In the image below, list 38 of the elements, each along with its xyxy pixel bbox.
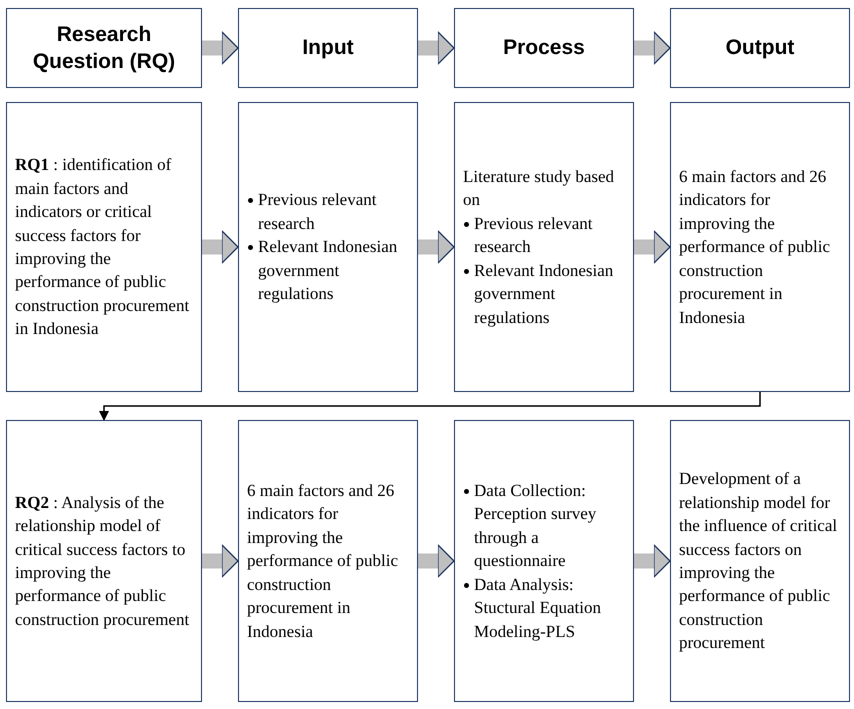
header-box bbox=[454, 8, 634, 88]
column-heading: Research Question (RQ) bbox=[32, 22, 176, 75]
block-arrow bbox=[202, 230, 239, 264]
header-box bbox=[6, 8, 202, 88]
header-box bbox=[238, 8, 418, 88]
body-text: RQ2 : Analysis of the relationship model of critical success factors to improving the performance of public construction procurement bbox=[15, 492, 190, 631]
block-arrow bbox=[418, 31, 455, 65]
body-text: Development of a relationship model for the influence of critical success factors on improving the performance of public construction procurement bbox=[679, 468, 838, 654]
bullet-item: Data Collection: Perception survey through a questionnaire bbox=[474, 480, 596, 570]
header-box bbox=[670, 8, 850, 88]
bullet-item: Previous relevant research bbox=[258, 190, 376, 233]
bullet-item: Relevant Indonesian government regulations bbox=[474, 260, 614, 327]
connector-arrow bbox=[99, 392, 761, 421]
block-arrow bbox=[418, 544, 455, 578]
process-box bbox=[6, 420, 202, 702]
process-box bbox=[6, 102, 202, 392]
process-box bbox=[454, 420, 634, 702]
column-heading: Process bbox=[503, 35, 585, 62]
block-arrow bbox=[418, 230, 455, 264]
body-text: Literature study based on bbox=[463, 166, 616, 212]
block-arrow bbox=[634, 31, 671, 65]
column-heading: Input bbox=[302, 35, 354, 62]
block-arrow bbox=[634, 544, 671, 578]
process-box bbox=[238, 420, 418, 702]
bullet-item: Data Analysis: Stuctural Equation Modeling-PLS bbox=[474, 574, 602, 641]
body-text: 6 main factors and 26 indicators for improving the performance of public construction procurement in Indonesia bbox=[679, 166, 832, 329]
column-heading: Output bbox=[726, 35, 794, 62]
process-box bbox=[454, 102, 634, 392]
block-arrow bbox=[634, 230, 671, 264]
bullet-item: Relevant Indonesian government regulations bbox=[258, 237, 398, 304]
bullet-item: Previous relevant research bbox=[474, 214, 592, 256]
block-arrow bbox=[202, 544, 239, 578]
process-box bbox=[670, 102, 850, 392]
body-text: 6 main factors and 26 indicators for improving the performance of public construction procurement in Indonesia bbox=[247, 480, 400, 643]
process-box bbox=[670, 420, 850, 702]
process-box bbox=[238, 102, 418, 392]
body-text: RQ1 : identification of main factors and indicators or critical success factors for improving the performance of public construction procurement in Indonesia bbox=[15, 154, 190, 340]
block-arrow bbox=[202, 31, 239, 65]
